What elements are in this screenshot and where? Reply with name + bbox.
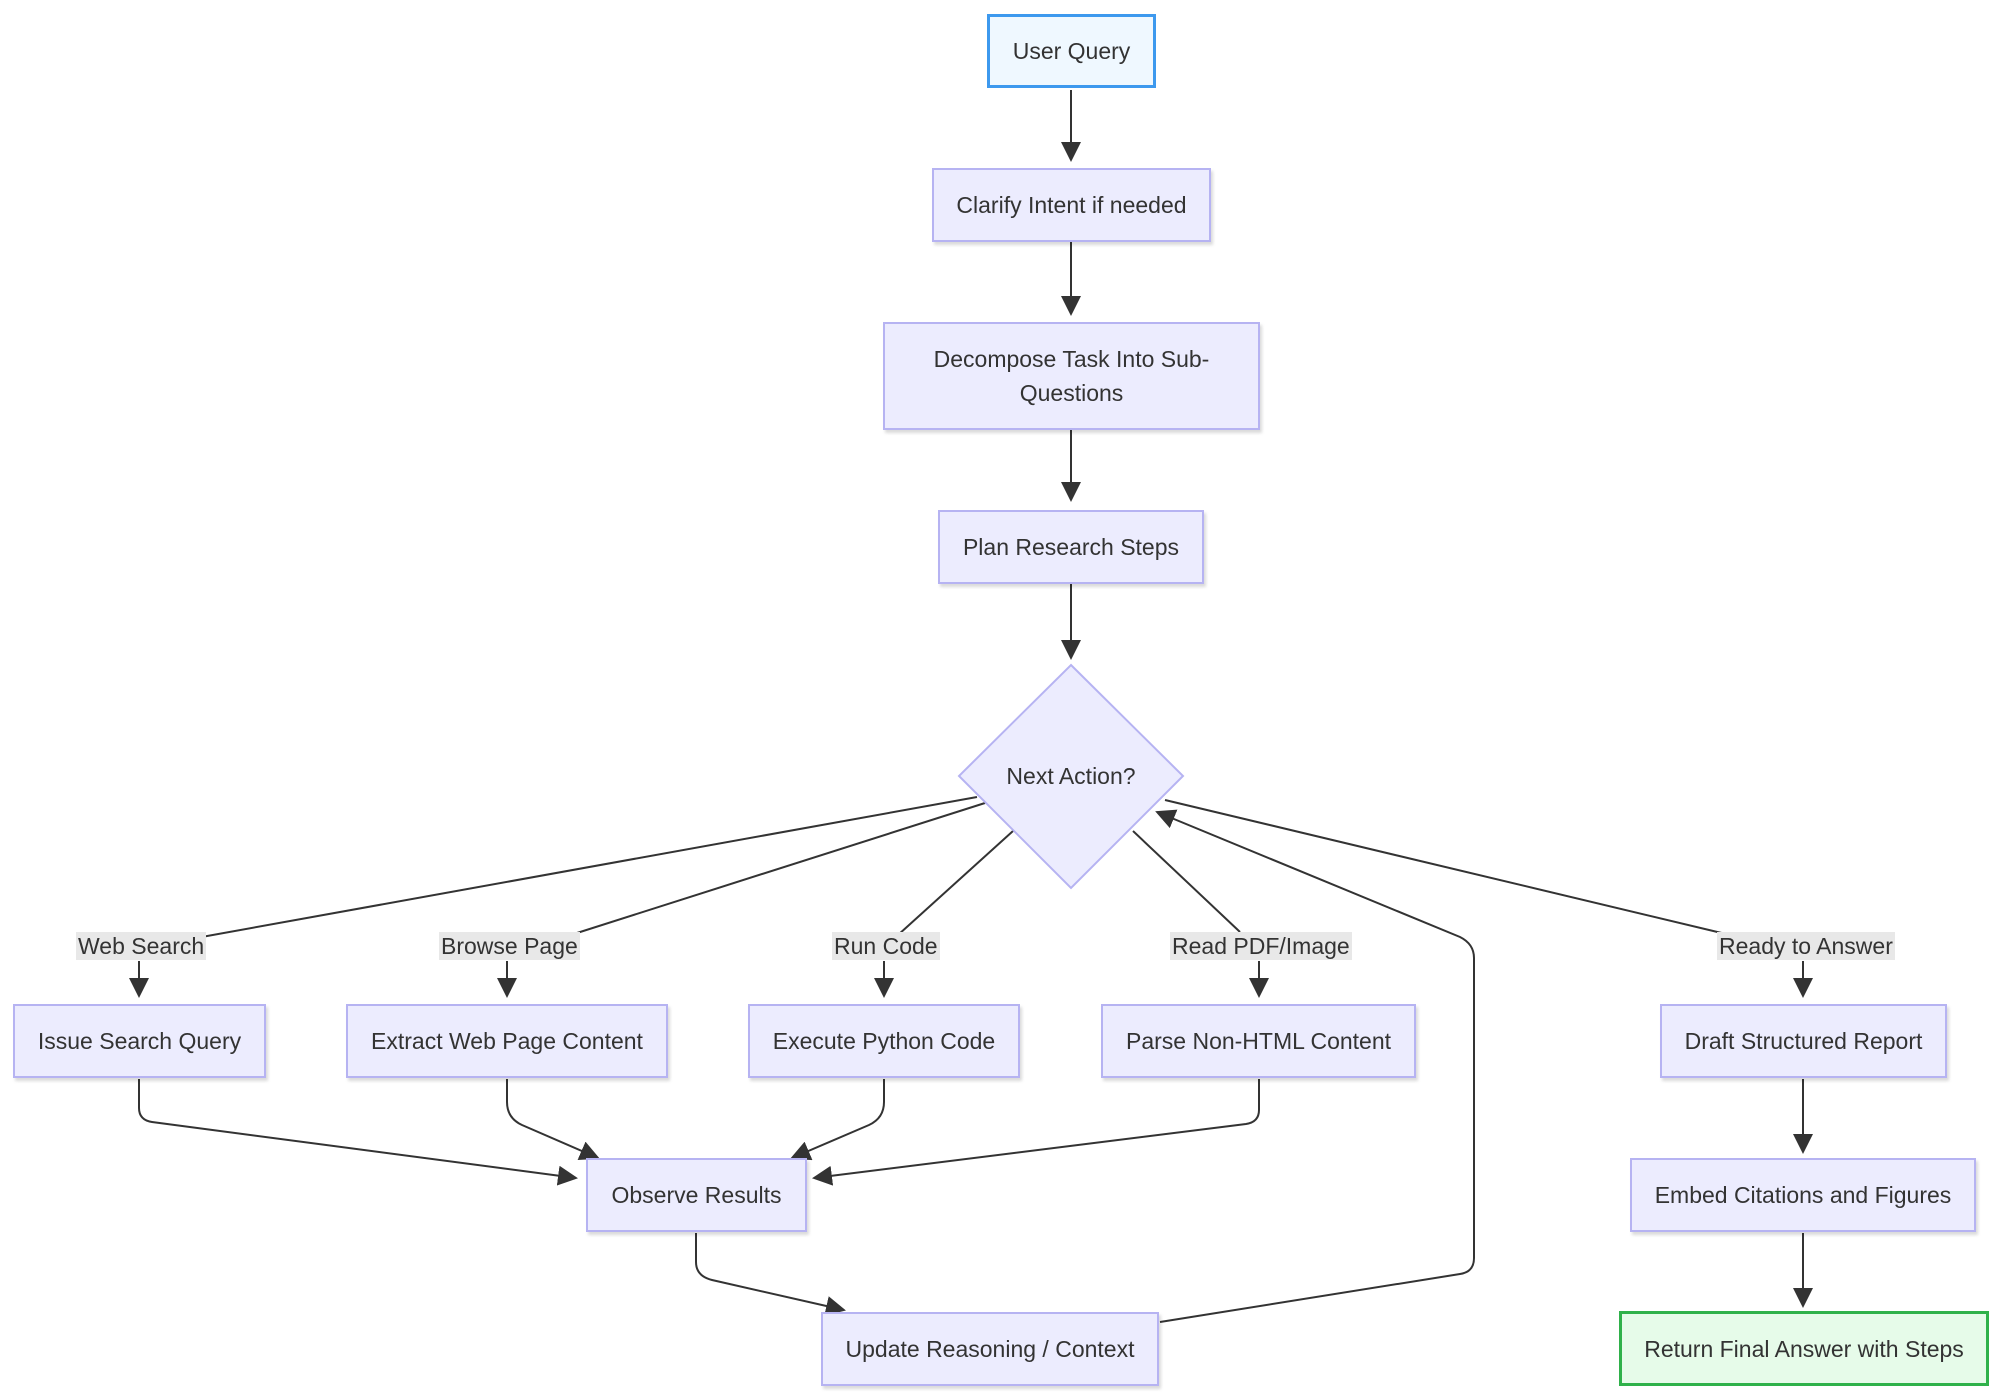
edge-extract-observe: [506, 1079, 600, 1161]
parse-non-html-label: Parse Non-HTML Content: [1125, 1028, 1392, 1054]
user-query-label: User Query: [1012, 38, 1131, 64]
issue-search-label: Issue Search Query: [37, 1028, 242, 1054]
update-reasoning-node: Update Reasoning / Context: [821, 1312, 1159, 1386]
draft-report-node: Draft Structured Report: [1660, 1004, 1947, 1078]
edge-decision-readpdf: [1132, 830, 1241, 933]
next-action-label: Next Action?: [1006, 763, 1136, 789]
edge-parse-observe: [812, 1079, 1260, 1186]
execute-python-node: Execute Python Code: [748, 1004, 1020, 1078]
plan-research-node: Plan Research Steps: [938, 510, 1204, 584]
embed-citations-node: Embed Citations and Figures: [1630, 1158, 1976, 1232]
edge-observe-update: [695, 1233, 846, 1316]
decompose-task-label: Decompose Task Into Sub-Questions: [933, 346, 1210, 406]
edge-decision-websearch: [184, 796, 978, 941]
clarify-intent-label: Clarify Intent if needed: [956, 192, 1187, 218]
observe-results-label: Observe Results: [611, 1182, 782, 1208]
edge-decision-runcode: [897, 830, 1014, 936]
decision-diamond: [957, 663, 1185, 890]
embed-citations-label: Embed Citations and Figures: [1654, 1182, 1952, 1208]
edge-decision-ready: [1164, 799, 1731, 936]
plan-research-label: Plan Research Steps: [962, 534, 1180, 560]
decompose-task-node: Decompose Task Into Sub-Questions: [883, 322, 1260, 430]
edge-label-browse-page: Browse Page: [439, 932, 580, 960]
update-reasoning-label: Update Reasoning / Context: [845, 1336, 1135, 1362]
edge-label-run-code: Run Code: [832, 932, 940, 960]
edge-label-web-search: Web Search: [76, 932, 207, 960]
extract-web-label: Extract Web Page Content: [371, 1028, 643, 1054]
return-final-node: Return Final Answer with Steps: [1619, 1311, 1989, 1386]
edge-decision-browse: [554, 802, 986, 941]
extract-web-node: Extract Web Page Content: [346, 1004, 668, 1078]
edge-issue-observe: [138, 1079, 578, 1186]
edge-update-decision: [1155, 809, 1475, 1323]
parse-non-html-node: Parse Non-HTML Content: [1101, 1004, 1416, 1078]
user-query-node: User Query: [987, 14, 1156, 88]
edge-label-ready-to-answer: Ready to Answer: [1717, 932, 1895, 960]
issue-search-node: Issue Search Query: [13, 1004, 266, 1078]
edge-label-read-pdf: Read PDF/Image: [1170, 932, 1352, 960]
draft-report-label: Draft Structured Report: [1684, 1028, 1923, 1054]
execute-python-label: Execute Python Code: [772, 1028, 996, 1054]
clarify-intent-node: Clarify Intent if needed: [932, 168, 1211, 242]
observe-results-node: Observe Results: [586, 1158, 807, 1232]
return-final-label: Return Final Answer with Steps: [1644, 1335, 1964, 1362]
edge-execute-observe: [790, 1079, 885, 1161]
